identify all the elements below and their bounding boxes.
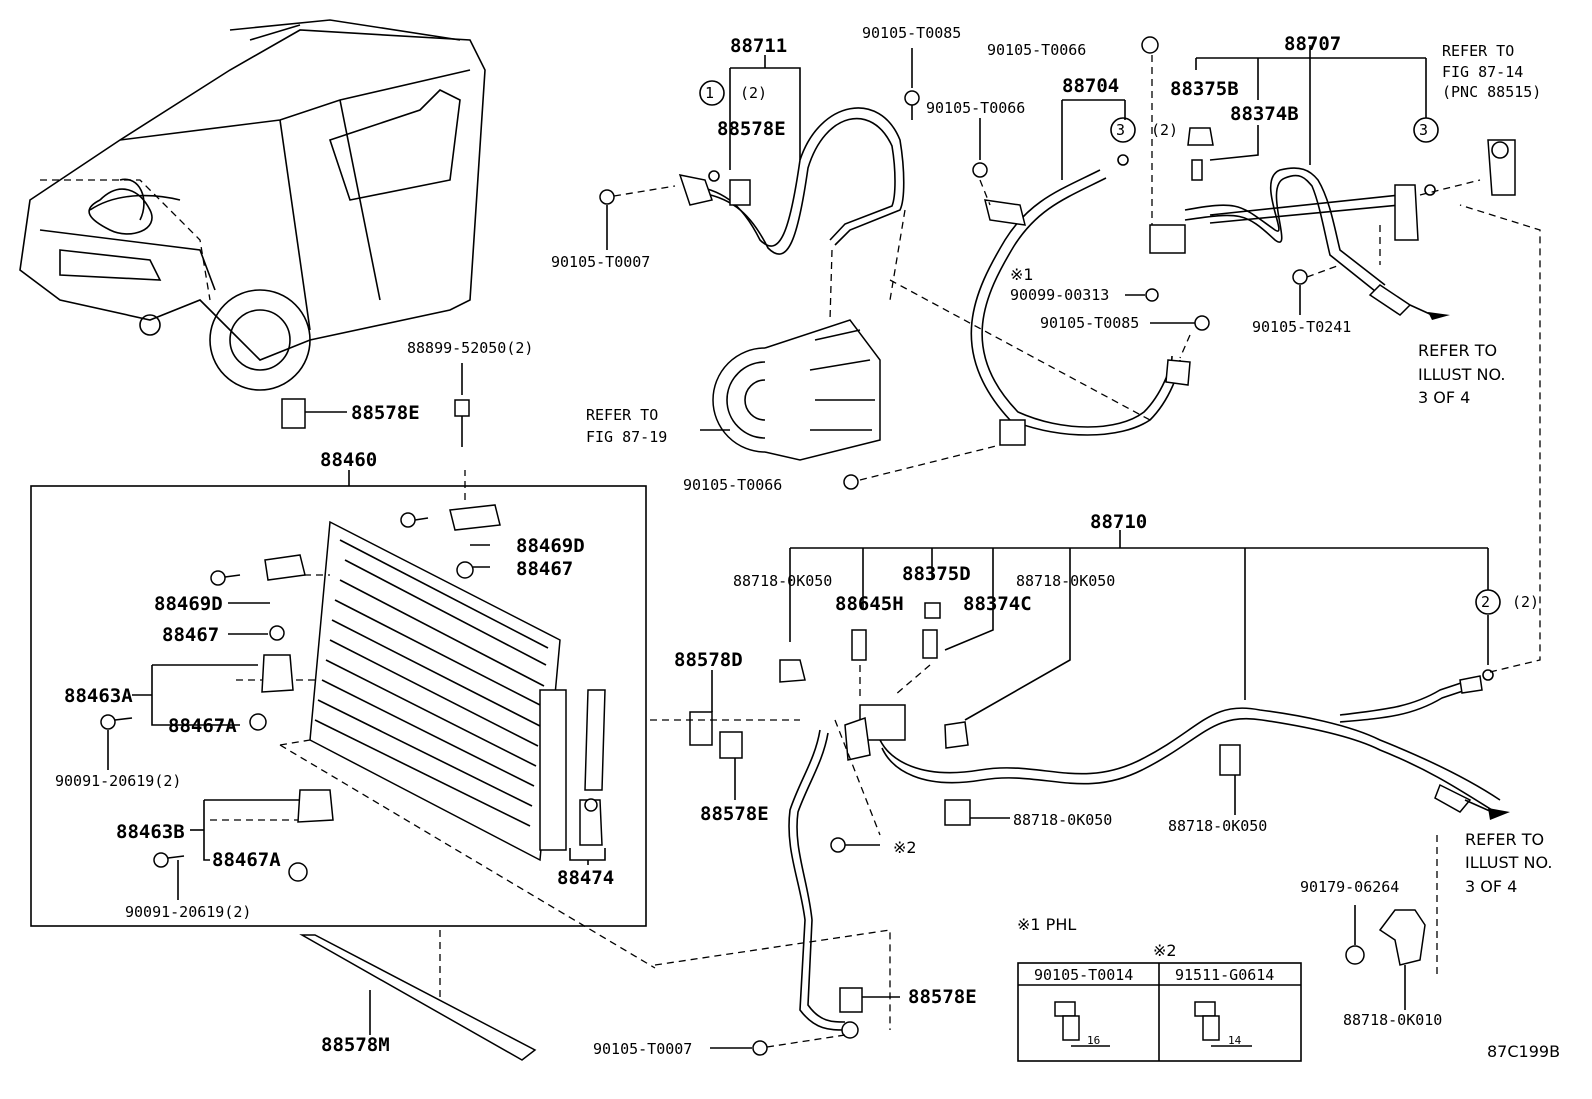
- refer-illust-b-line1: REFER TO: [1465, 830, 1544, 849]
- label-88710: 88710: [1090, 511, 1147, 533]
- label-90179-06264: 90179-06264: [1300, 878, 1399, 896]
- label-90105-t0007-low: 90105-T0007: [593, 1040, 692, 1058]
- circle-3b-label: 3: [1419, 121, 1428, 139]
- dim-14: 14: [1228, 1034, 1242, 1047]
- refer-illust-b-line3: 3 OF 4: [1465, 877, 1517, 896]
- label-88374b: 88374B: [1230, 103, 1299, 125]
- label-88578m: 88578M: [321, 1034, 390, 1056]
- refer-fig-87-14-line2: FIG 87-14: [1442, 63, 1523, 81]
- note-phl: ※1 PHL: [1017, 915, 1076, 934]
- receiver-dryer: [539, 689, 567, 851]
- refer-fig-87-19-line1: REFER TO: [586, 406, 658, 424]
- label-88718-0k050-a: 88718-0K050: [733, 572, 832, 590]
- figure-id: 87C199B: [1487, 1042, 1560, 1061]
- mark-2: ※2: [893, 838, 917, 857]
- qty-label-a: (2): [740, 84, 767, 102]
- dim-16: 16: [1087, 1034, 1100, 1047]
- label-88467a-a: 88467A: [168, 715, 237, 737]
- label-88578e-a: 88578E: [717, 118, 786, 140]
- label-88374c: 88374C: [963, 593, 1032, 615]
- label-88718-0k050-b: 88718-0K050: [1016, 572, 1115, 590]
- circle-1-label: 1: [705, 84, 714, 102]
- table-mark: ※2: [1153, 941, 1177, 960]
- label-88460: 88460: [320, 449, 377, 471]
- label-88375d: 88375D: [902, 563, 971, 585]
- compressor: [712, 319, 881, 461]
- label-90105-t0241: 90105-T0241: [1252, 318, 1351, 336]
- refer-fig-87-14-line1: REFER TO: [1442, 42, 1514, 60]
- label-90105-t0066-top: 90105-T0066: [987, 41, 1086, 59]
- label-90091-20619-a: 90091-20619(2): [55, 772, 181, 790]
- refer-fig-87-19-line2: FIG 87-19: [586, 428, 667, 446]
- refer-illust-a-line2: ILLUST NO.: [1418, 365, 1505, 384]
- condenser-group: [30, 470, 647, 927]
- label-88578e-c: 88578E: [700, 803, 769, 825]
- label-90105-t0066-mid: 90105-T0066: [926, 99, 1025, 117]
- refer-fig-87-14-line3: (PNC 88515): [1442, 83, 1541, 101]
- refer-illust-b-line2: ILLUST NO.: [1465, 853, 1552, 872]
- label-88718-0k050-c: 88718-0K050: [1013, 811, 1112, 829]
- label-88578e-d: 88578E: [908, 986, 977, 1008]
- label-88463b: 88463B: [116, 821, 185, 843]
- label-90105-t0085-mid: 90105-T0085: [1040, 314, 1139, 332]
- label-88474: 88474: [557, 867, 614, 889]
- table-col2-header: 91511-G0614: [1175, 966, 1274, 984]
- qty-label-b: (2): [1151, 121, 1178, 139]
- refer-illust-a-line1: REFER TO: [1418, 341, 1497, 360]
- label-88704: 88704: [1062, 75, 1119, 97]
- label-88578d: 88578D: [674, 649, 743, 671]
- circle-3a-label: 3: [1116, 121, 1125, 139]
- pad-88578e-icon: [281, 398, 306, 429]
- label-88578e-b: 88578E: [351, 402, 420, 424]
- vehicle-illustration: [19, 19, 486, 391]
- table-col1-header: 90105-T0014: [1034, 966, 1133, 984]
- mark-1: ※1: [1010, 265, 1034, 284]
- bolt-table: [1017, 962, 1302, 1062]
- label-90091-20619-b: 90091-20619(2): [125, 903, 251, 921]
- condenser-box-frame: [30, 485, 647, 927]
- condenser-core: [309, 520, 561, 862]
- label-88718-0k050-d: 88718-0K050: [1168, 817, 1267, 835]
- label-88463a: 88463A: [64, 685, 133, 707]
- label-88467a-b: 88467A: [212, 849, 281, 871]
- label-90105-t0007-top: 90105-T0007: [551, 253, 650, 271]
- circle-2-label: 2: [1481, 593, 1490, 611]
- label-88375b: 88375B: [1170, 78, 1239, 100]
- qty-label-c: (2): [1512, 593, 1539, 611]
- label-88718-0k010: 88718-0K010: [1343, 1011, 1442, 1029]
- label-90105-t0066-low: 90105-T0066: [683, 476, 782, 494]
- label-88467-a: 88467: [516, 558, 573, 580]
- label-90099-00313: 90099-00313: [1010, 286, 1109, 304]
- label-88707: 88707: [1284, 33, 1341, 55]
- refer-illust-a-line3: 3 OF 4: [1418, 388, 1470, 407]
- label-88469d-b: 88469D: [154, 593, 223, 615]
- label-90105-t0085-top: 90105-T0085: [862, 24, 961, 42]
- strip-88578m: [299, 934, 537, 1061]
- label-88645h: 88645H: [835, 593, 904, 615]
- label-88467-b: 88467: [162, 624, 219, 646]
- label-88899-52050: 88899-52050(2): [407, 339, 533, 357]
- label-88711: 88711: [730, 35, 787, 57]
- label-88469d-a: 88469D: [516, 535, 585, 557]
